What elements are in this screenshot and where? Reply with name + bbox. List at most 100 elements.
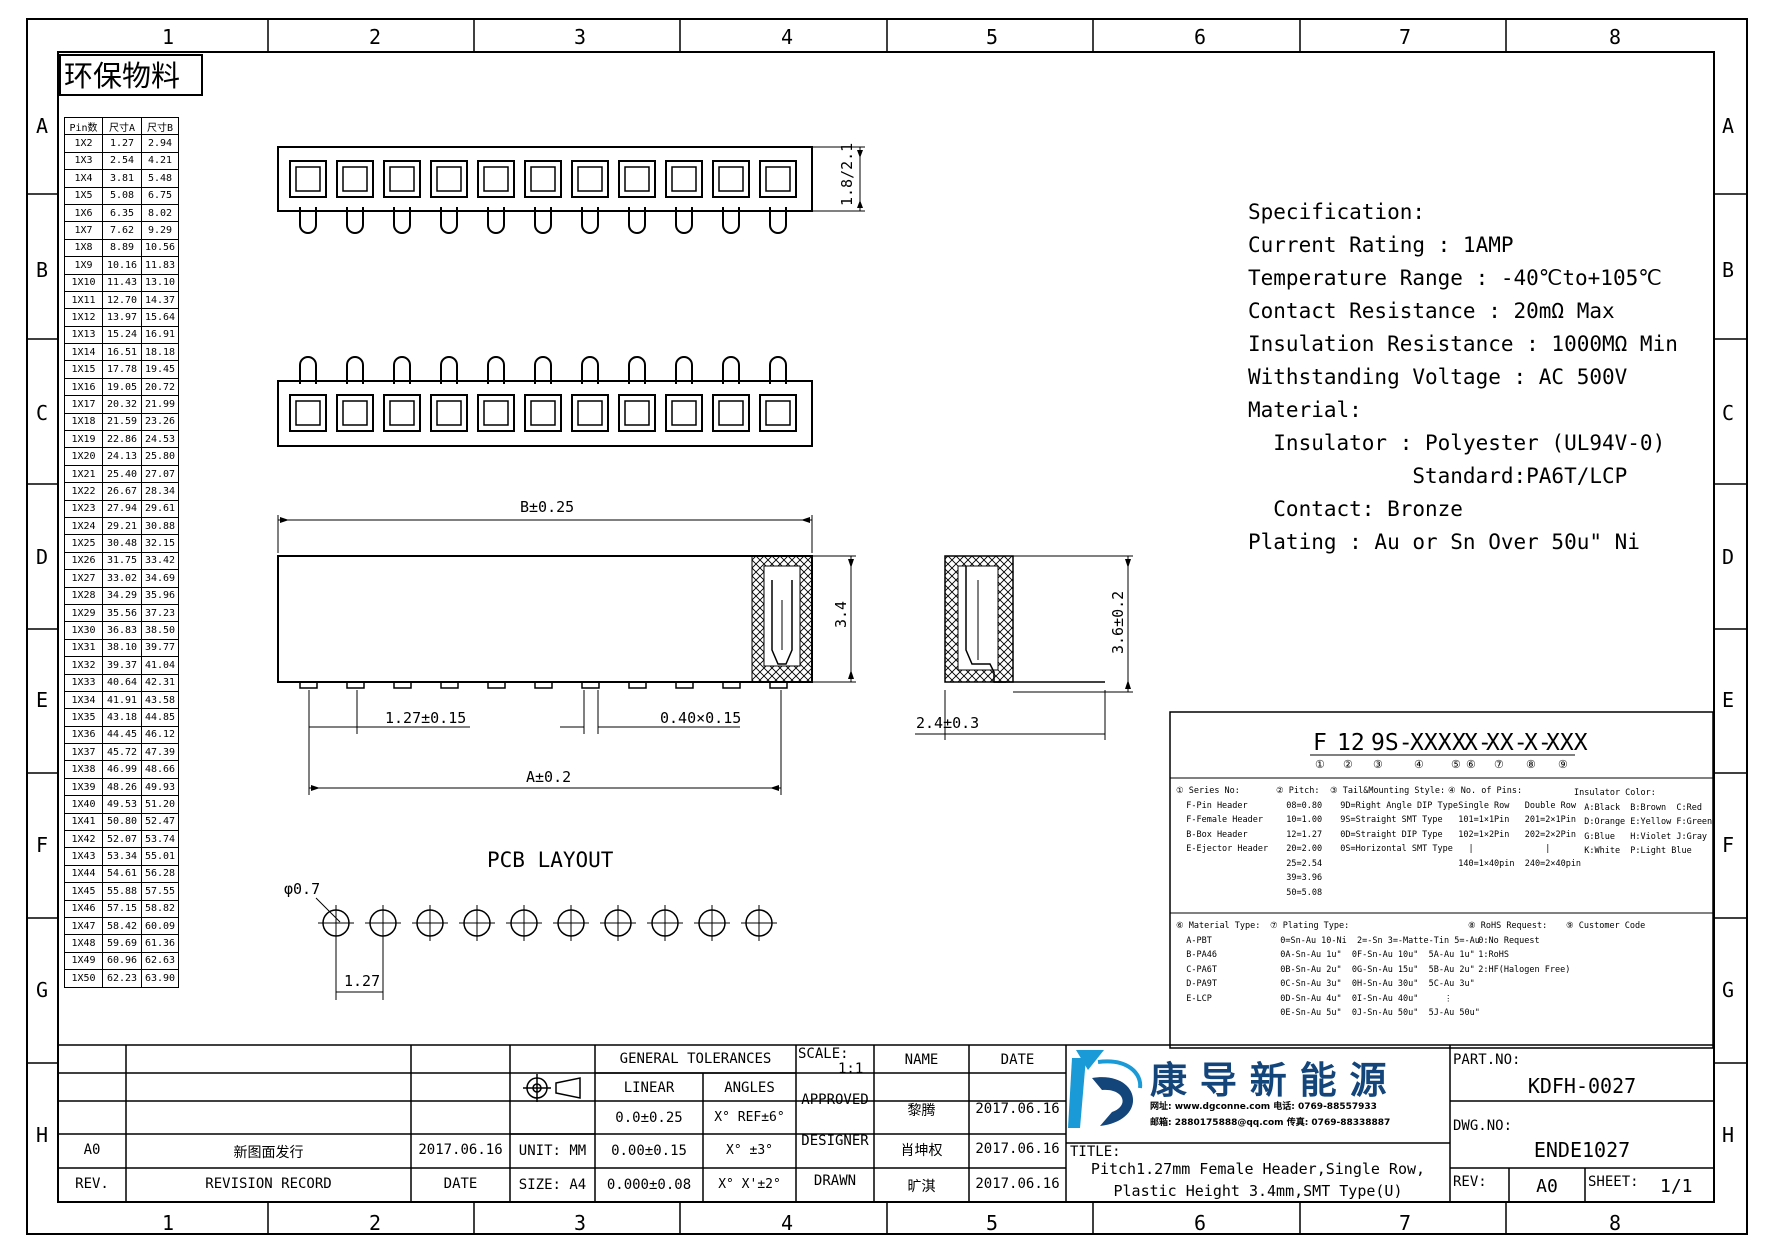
table-cell: 1X15 (64, 360, 103, 379)
pin (393, 356, 411, 384)
table-cell: 1X6 (64, 203, 103, 223)
table-cell: 21.59 (102, 412, 142, 432)
pin (581, 356, 599, 384)
zone-row-label: C (36, 401, 48, 425)
rev-head-record: REVISION RECORD (205, 1176, 332, 1192)
table-cell: 56.28 (141, 864, 179, 884)
tolerance-linear: LINEAR (623, 1080, 675, 1096)
table-cell: 22.86 (102, 430, 142, 449)
table-cell: 11.83 (141, 256, 179, 275)
table-cell: 1X22 (64, 482, 103, 501)
part-code-index: ⑨ (1558, 758, 1568, 771)
table-cell: 1X27 (64, 569, 103, 588)
table-cell: 31.75 (102, 551, 142, 571)
table-cell: 1X19 (64, 430, 103, 449)
pin (628, 207, 646, 234)
company-contact-2: 邮箱: 2880175888@qq.com 传真: 0769-88338887 (1150, 1118, 1391, 1128)
pin-table-header: 尺寸A (102, 116, 142, 136)
part-code-segment: XX- (1486, 730, 1528, 756)
table-cell: 1X31 (64, 638, 103, 658)
table-cell: 41.04 (141, 656, 179, 675)
contact-cavity (524, 160, 562, 198)
pin-table-header: 尺寸B (141, 116, 179, 136)
part-no: KDFH-0027 (1527, 1074, 1637, 1098)
legend-customer: ⑨ Customer Code (1566, 921, 1646, 931)
table-cell: 2.94 (141, 134, 179, 153)
rev-row-record: 新图面发行 (233, 1145, 304, 1161)
contact-cavity (665, 160, 703, 198)
pin (393, 207, 411, 234)
table-cell: 1X39 (64, 777, 103, 797)
smt-pad (675, 681, 694, 689)
title-line-1: Pitch1.27mm Female Header,Single Row, (1090, 1160, 1426, 1178)
table-cell: 5.48 (141, 169, 179, 188)
angle-3: X° X'±2° (718, 1177, 781, 1192)
pin (722, 356, 740, 384)
table-cell: 1X25 (64, 534, 103, 553)
zone-row-label: C (1722, 401, 1734, 425)
table-cell: 38.10 (102, 638, 142, 658)
table-cell: 1X18 (64, 412, 103, 432)
smt-pad (440, 681, 459, 689)
zone-row-label: D (1722, 545, 1734, 569)
rev-value: A0 (1536, 1176, 1558, 1197)
smt-pad (581, 681, 600, 689)
contact-cavity (571, 394, 609, 432)
smt-pad (534, 681, 553, 689)
size-label: SIZE: A4 (518, 1177, 587, 1193)
zone-col-label: 8 (1609, 1211, 1621, 1235)
pin (534, 207, 552, 234)
table-cell: 1X8 (64, 238, 103, 258)
rev-row-rev: A0 (83, 1142, 101, 1158)
table-cell: 1X23 (64, 499, 103, 518)
table-cell: 55.01 (141, 847, 179, 866)
rev-head-rev: REV. (75, 1176, 109, 1192)
table-cell: 44.45 (102, 725, 142, 745)
zone-col-label: 7 (1399, 25, 1411, 49)
zone-col-label: 8 (1609, 25, 1621, 49)
table-cell: 1X9 (64, 256, 103, 275)
approved-date: 2017.06.16 (975, 1101, 1060, 1117)
table-cell: 39.37 (102, 656, 142, 675)
table-cell: 1X17 (64, 395, 103, 414)
contact-cavity (571, 160, 609, 198)
table-cell: 38.50 (141, 621, 179, 640)
side-view: B±0.25 3.4 1.27±0.15 0.40×0.15 A±0.2 (277, 498, 856, 795)
table-cell: 61.36 (141, 934, 179, 953)
table-cell: 46.99 (102, 760, 142, 779)
contact-cavity (289, 394, 327, 432)
zone-row-label: E (36, 688, 48, 712)
drawn-label: DRAWN (813, 1173, 857, 1189)
table-cell: 40.64 (102, 673, 142, 692)
spec-line: Plating : Au or Sn Over 50u" Ni (1248, 530, 1640, 554)
table-cell: 1X29 (64, 603, 103, 623)
scale-label: SCALE: (798, 1046, 849, 1062)
zone-row-label: G (1722, 978, 1734, 1002)
end-view: 3.6±0.2 2.4±0.3 (915, 555, 1133, 740)
table-cell: 37.23 (141, 603, 179, 623)
contact-cavity (618, 160, 656, 198)
table-cell: 15.64 (141, 308, 179, 327)
dwg-no: ENDE1027 (1533, 1138, 1631, 1162)
table-cell: 1X49 (64, 951, 103, 971)
top-view-pins-up (277, 356, 813, 447)
contact-cavity (477, 394, 515, 432)
